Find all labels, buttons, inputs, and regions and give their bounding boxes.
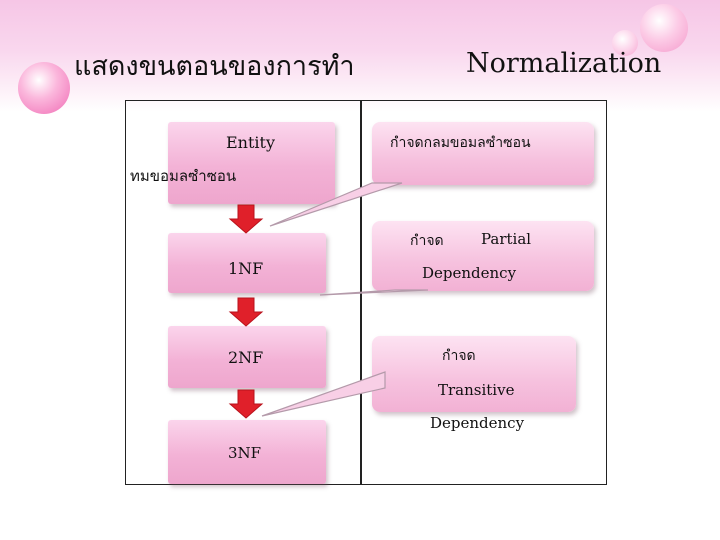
decor-bubble-right-small xyxy=(612,30,638,56)
decor-bubble-left xyxy=(18,62,70,114)
callout-box-partial xyxy=(372,221,594,291)
callout-label-repeat-group: กำจดกลมขอมลซำซอน xyxy=(390,135,531,151)
callout-label-partial: Partial xyxy=(481,230,532,248)
down-arrow-1 xyxy=(228,204,264,234)
callout-box-transitive xyxy=(372,336,576,412)
step-label-2nf: 2NF xyxy=(228,348,264,367)
header-banner xyxy=(0,0,720,112)
down-arrow-2 xyxy=(228,297,264,327)
step-label-repeat-data: ทมขอมลซำซอน xyxy=(130,167,237,185)
connector-wedge-3 xyxy=(261,371,386,417)
callout-label-remove-partial: กำจด xyxy=(410,233,444,249)
callout-label-remove-transitive: กำจด xyxy=(442,348,476,364)
step-box-3nf xyxy=(168,420,326,484)
down-arrow-3 xyxy=(228,389,264,419)
step-label-3nf: 3NF xyxy=(228,444,262,462)
callout-label-dependency-transitive: Dependency xyxy=(430,414,525,432)
step-label-entity: Entity xyxy=(226,133,275,152)
callout-box-repeat-group xyxy=(372,122,594,185)
step-label-1nf: 1NF xyxy=(228,259,264,278)
step-box-1nf xyxy=(168,233,326,293)
step-box-entity xyxy=(168,122,335,204)
step-box-2nf xyxy=(168,326,326,388)
callout-label-dependency-partial: Dependency xyxy=(422,264,517,282)
slide-title-thai: แสดงขนตอนของการทำ xyxy=(74,51,355,82)
connector-wedge-2 xyxy=(319,289,429,296)
callout-label-transitive: Transitive xyxy=(438,381,515,399)
decor-bubble-right-large xyxy=(640,4,688,52)
connector-wedge-1 xyxy=(269,182,403,227)
slide-title-en: Normalization xyxy=(466,48,662,79)
diagram-frame xyxy=(125,100,607,485)
